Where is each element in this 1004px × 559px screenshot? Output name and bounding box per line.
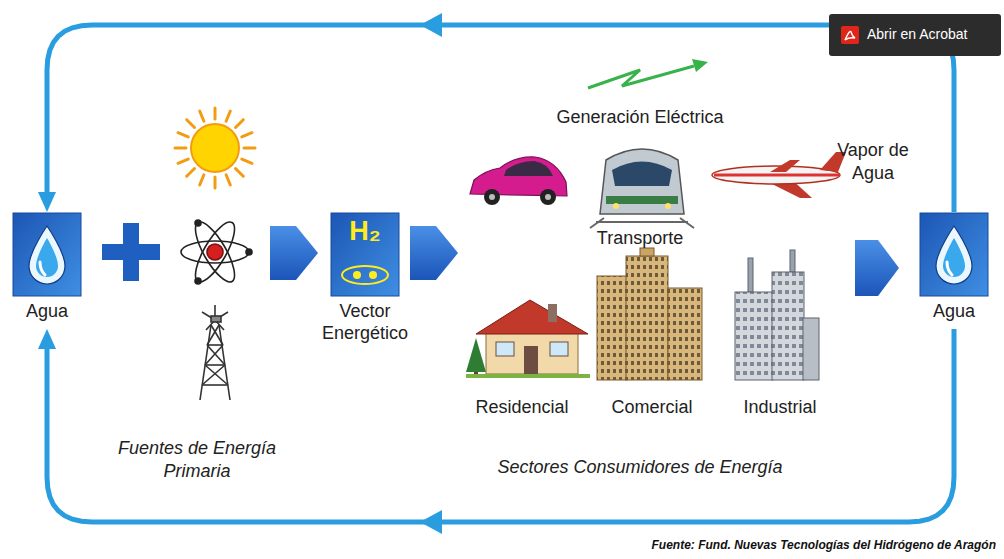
label-text: Transporte: [597, 228, 683, 248]
toolbar-button: Abrir en Acrobat: [829, 14, 1001, 56]
label-text: Comercial: [611, 397, 692, 417]
node-label: Agua: [933, 301, 975, 323]
cycle-arrow: [47, 25, 954, 212]
sector-label: Transporte: [570, 227, 710, 250]
sun-ray: [187, 120, 195, 128]
block-arrow: [410, 226, 458, 280]
label-text: Generación Eléctrica: [556, 107, 723, 127]
airplane-icon: [712, 152, 846, 198]
sun-ray: [200, 111, 204, 121]
sun-ray: [214, 177, 217, 188]
flow-arrowhead: [420, 510, 442, 534]
sun-ray: [226, 111, 230, 121]
car-icon: [470, 157, 567, 205]
label-text: Residencial: [475, 397, 568, 417]
buildings-icon: [597, 248, 702, 380]
plus-sign: [102, 223, 160, 281]
sun-ray: [236, 169, 244, 177]
energy-vector-box: H₂ Vector Energético: [299, 212, 431, 351]
water-box: Agua: [8, 212, 86, 329]
sun-ray: [242, 159, 252, 163]
label-text: Vapor de Agua: [837, 140, 909, 183]
label-text: Abrir en Acrobat: [867, 26, 967, 42]
water-drop-icon: [12, 212, 82, 297]
label-text: Fuente: Fund. Nuevas Tecnologías del Hid…: [652, 538, 996, 552]
factory-icon: [735, 250, 819, 380]
label-text: Industrial: [743, 397, 816, 417]
group-caption: Fuentes de Energía Primaria: [92, 437, 302, 482]
block-arrow: [270, 226, 318, 280]
group-caption: Sectores Consumidores de Energía: [440, 456, 840, 479]
sector-label: Industrial: [725, 396, 835, 419]
water-drop-icon: [919, 212, 989, 297]
sector-label: Residencial: [457, 396, 587, 419]
sun-ray: [226, 175, 230, 185]
house-icon: [466, 300, 590, 378]
node-label: Agua: [26, 301, 68, 323]
sun-ray: [244, 147, 255, 150]
train-icon: [590, 149, 694, 228]
label-text: Sectores Consumidores de Energía: [497, 457, 782, 477]
atom-icon: [181, 217, 252, 287]
sector-label: Generación Eléctrica: [525, 106, 755, 129]
sun-ray: [178, 159, 188, 163]
node-icon: H₂: [330, 212, 400, 297]
flow-label: Vapor de Agua: [833, 139, 913, 184]
sun-ray: [175, 147, 186, 150]
node-label: Vector Energético: [303, 301, 427, 345]
source-note: Fuente: Fund. Nuevas Tecnologías del Hid…: [552, 538, 996, 553]
acrobat-icon: [841, 26, 859, 44]
flow-arrowhead: [420, 13, 442, 37]
water-box: Agua: [915, 212, 993, 329]
block-arrow: [855, 240, 899, 296]
sun-ray: [187, 169, 195, 177]
node-icon: [919, 212, 989, 297]
node-icon: [12, 212, 82, 297]
formula-text: H₂: [330, 217, 400, 247]
sun-ray: [200, 175, 204, 185]
sector-label: Comercial: [597, 396, 707, 419]
sun-ray: [178, 133, 188, 137]
sun-ray: [214, 108, 217, 119]
label-text: Fuentes de Energía Primaria: [118, 438, 276, 481]
wind-tower-icon: [200, 305, 230, 400]
sun-ray: [242, 133, 252, 137]
electricity-zigzag: [588, 59, 708, 88]
sun-ray: [236, 120, 244, 128]
sun-icon: [175, 108, 255, 188]
